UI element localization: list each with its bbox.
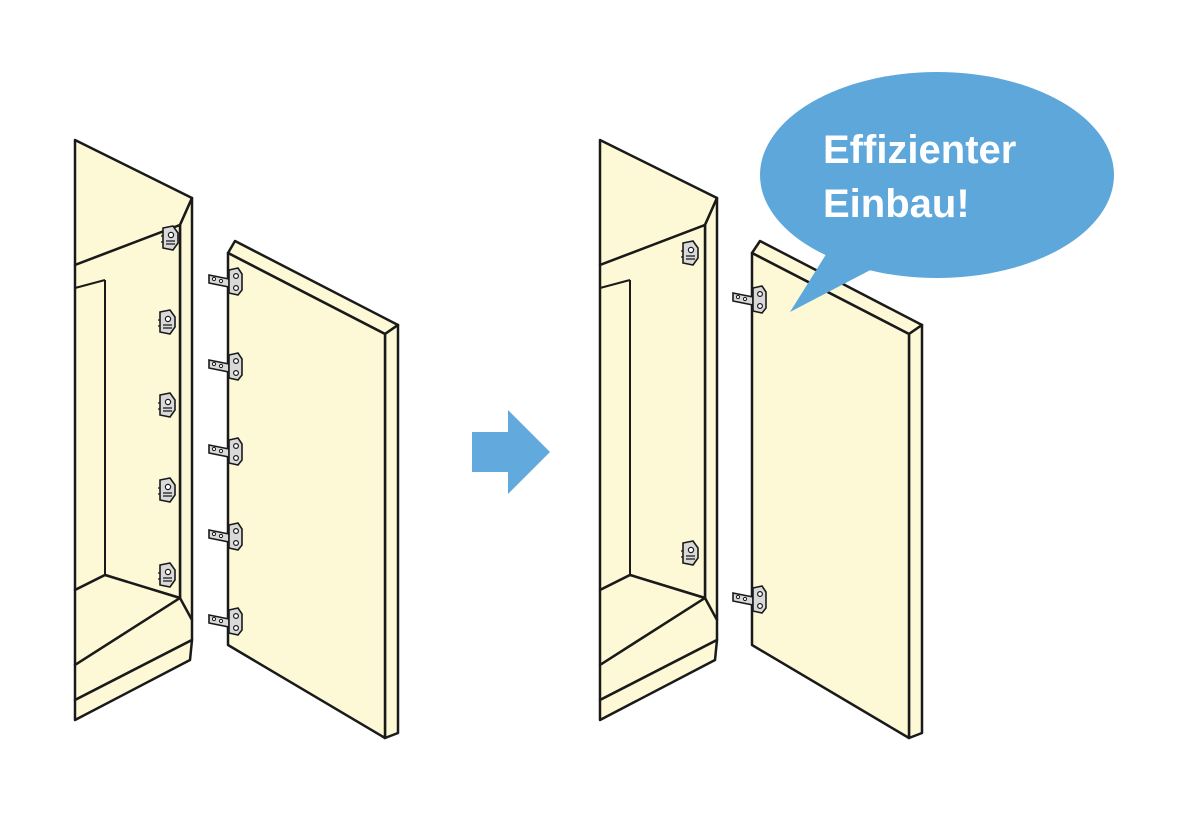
arrow-right-icon [472,410,550,494]
cabinet-left [73,138,194,722]
speech-bubble-line2: Einbau! [823,182,970,226]
door-right [750,239,924,740]
speech-bubble-line1: Effizienter [823,128,1016,172]
speech-bubble: Effizienter Einbau! [760,72,1114,312]
cabinet-right [598,138,719,722]
door-left [226,239,400,740]
